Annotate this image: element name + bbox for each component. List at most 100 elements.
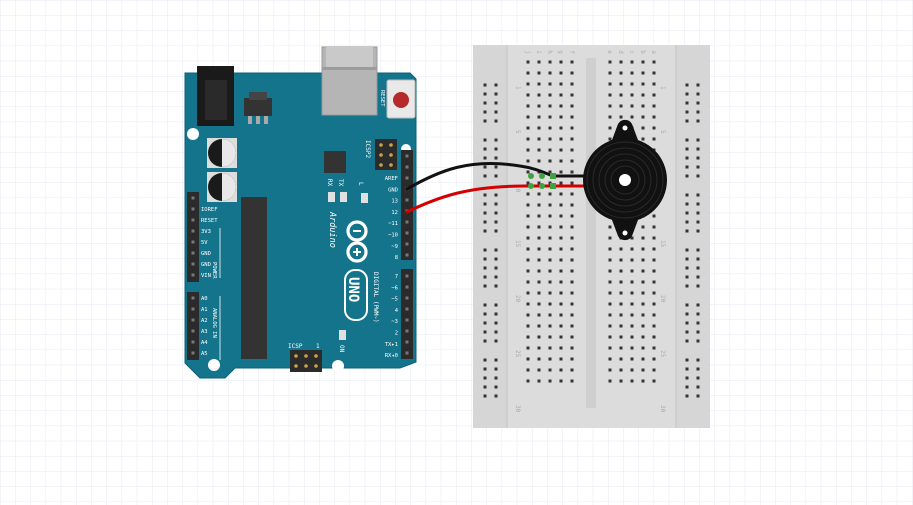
breadboard-hole[interactable] xyxy=(548,71,552,75)
breadboard-hole[interactable] xyxy=(559,357,563,361)
rail-hole[interactable] xyxy=(494,220,498,224)
header-pin[interactable] xyxy=(191,329,195,333)
breadboard-hole[interactable] xyxy=(526,203,530,207)
breadboard-hole[interactable] xyxy=(652,258,656,262)
breadboard-hole[interactable] xyxy=(619,313,623,317)
breadboard-hole[interactable] xyxy=(608,93,612,97)
breadboard-hole[interactable] xyxy=(608,324,612,328)
breadboard-hole[interactable] xyxy=(526,346,530,350)
header-pin[interactable] xyxy=(405,165,409,169)
breadboard-hole[interactable] xyxy=(526,214,530,218)
rail-hole[interactable] xyxy=(696,275,700,279)
rail-hole[interactable] xyxy=(483,174,487,178)
breadboard-hole[interactable] xyxy=(641,258,645,262)
breadboard-hole[interactable] xyxy=(641,346,645,350)
breadboard-hole[interactable] xyxy=(570,368,574,372)
breadboard-hole[interactable] xyxy=(548,258,552,262)
rail-hole[interactable] xyxy=(483,330,487,334)
breadboard-hole[interactable] xyxy=(630,82,634,86)
breadboard-hole[interactable] xyxy=(608,236,612,240)
breadboard-hole[interactable] xyxy=(570,324,574,328)
rail-hole[interactable] xyxy=(494,193,498,197)
breadboard-hole[interactable] xyxy=(608,357,612,361)
rail-hole[interactable] xyxy=(494,211,498,215)
rail-hole[interactable] xyxy=(483,257,487,261)
breadboard-hole[interactable] xyxy=(630,291,634,295)
header-pin[interactable] xyxy=(191,207,195,211)
breadboard-hole[interactable] xyxy=(641,126,645,130)
breadboard-hole[interactable] xyxy=(652,104,656,108)
rail-hole[interactable] xyxy=(685,303,689,307)
breadboard-hole[interactable] xyxy=(526,324,530,328)
breadboard-hole[interactable] xyxy=(559,379,563,383)
rail-hole[interactable] xyxy=(685,83,689,87)
rail-hole[interactable] xyxy=(494,367,498,371)
rail-hole[interactable] xyxy=(685,284,689,288)
breadboard-hole[interactable] xyxy=(619,258,623,262)
breadboard-hole[interactable] xyxy=(641,313,645,317)
rail-hole[interactable] xyxy=(483,367,487,371)
breadboard-hole[interactable] xyxy=(548,324,552,328)
breadboard-hole[interactable] xyxy=(548,93,552,97)
breadboard-hole[interactable] xyxy=(526,82,530,86)
rail-hole[interactable] xyxy=(494,284,498,288)
rail-hole[interactable] xyxy=(483,358,487,362)
breadboard-hole[interactable] xyxy=(559,159,563,163)
breadboard-hole[interactable] xyxy=(548,126,552,130)
header-pin[interactable] xyxy=(191,262,195,266)
breadboard-hole[interactable] xyxy=(537,258,541,262)
rail-hole[interactable] xyxy=(494,266,498,270)
breadboard-hole[interactable] xyxy=(526,159,530,163)
header-pin[interactable] xyxy=(191,251,195,255)
breadboard-hole[interactable] xyxy=(619,302,623,306)
breadboard-hole[interactable] xyxy=(537,126,541,130)
rail-hole[interactable] xyxy=(685,339,689,343)
breadboard-hole[interactable] xyxy=(641,115,645,119)
breadboard-hole[interactable] xyxy=(559,236,563,240)
rail-hole[interactable] xyxy=(696,284,700,288)
rail-hole[interactable] xyxy=(685,220,689,224)
breadboard-hole[interactable] xyxy=(652,214,656,218)
rail-hole[interactable] xyxy=(483,220,487,224)
header-pin[interactable] xyxy=(405,220,409,224)
breadboard-hole[interactable] xyxy=(537,269,541,273)
breadboard-hole[interactable] xyxy=(537,324,541,328)
breadboard-hole[interactable] xyxy=(630,368,634,372)
breadboard-hole[interactable] xyxy=(559,115,563,119)
breadboard-hole[interactable] xyxy=(641,324,645,328)
breadboard-hole[interactable] xyxy=(526,137,530,141)
breadboard-hole[interactable] xyxy=(619,247,623,251)
rail-hole[interactable] xyxy=(494,156,498,160)
breadboard-hole[interactable] xyxy=(570,247,574,251)
rail-hole[interactable] xyxy=(696,376,700,380)
breadboard-hole[interactable] xyxy=(619,335,623,339)
rail-hole[interactable] xyxy=(685,138,689,142)
header-pin[interactable] xyxy=(191,273,195,277)
breadboard-hole[interactable] xyxy=(570,126,574,130)
breadboard-hole[interactable] xyxy=(559,346,563,350)
breadboard-hole[interactable] xyxy=(652,291,656,295)
breadboard-hole[interactable] xyxy=(652,225,656,229)
breadboard-hole[interactable] xyxy=(537,115,541,119)
breadboard-hole[interactable] xyxy=(630,302,634,306)
rail-hole[interactable] xyxy=(696,165,700,169)
breadboard-hole[interactable] xyxy=(559,104,563,108)
rail-hole[interactable] xyxy=(685,165,689,169)
breadboard-hole[interactable] xyxy=(526,104,530,108)
breadboard-hole[interactable] xyxy=(619,368,623,372)
breadboard-hole[interactable] xyxy=(548,269,552,273)
rail-hole[interactable] xyxy=(685,376,689,380)
breadboard-hole[interactable] xyxy=(537,148,541,152)
rail-hole[interactable] xyxy=(483,110,487,114)
breadboard-hole[interactable] xyxy=(652,280,656,284)
rail-hole[interactable] xyxy=(483,211,487,215)
breadboard-hole[interactable] xyxy=(537,159,541,163)
breadboard-hole[interactable] xyxy=(619,71,623,75)
rail-hole[interactable] xyxy=(494,303,498,307)
rail-hole[interactable] xyxy=(685,229,689,233)
rail-hole[interactable] xyxy=(494,101,498,105)
breadboard-hole[interactable] xyxy=(608,82,612,86)
breadboard-hole[interactable] xyxy=(570,291,574,295)
rail-hole[interactable] xyxy=(483,275,487,279)
breadboard-hole[interactable] xyxy=(608,379,612,383)
